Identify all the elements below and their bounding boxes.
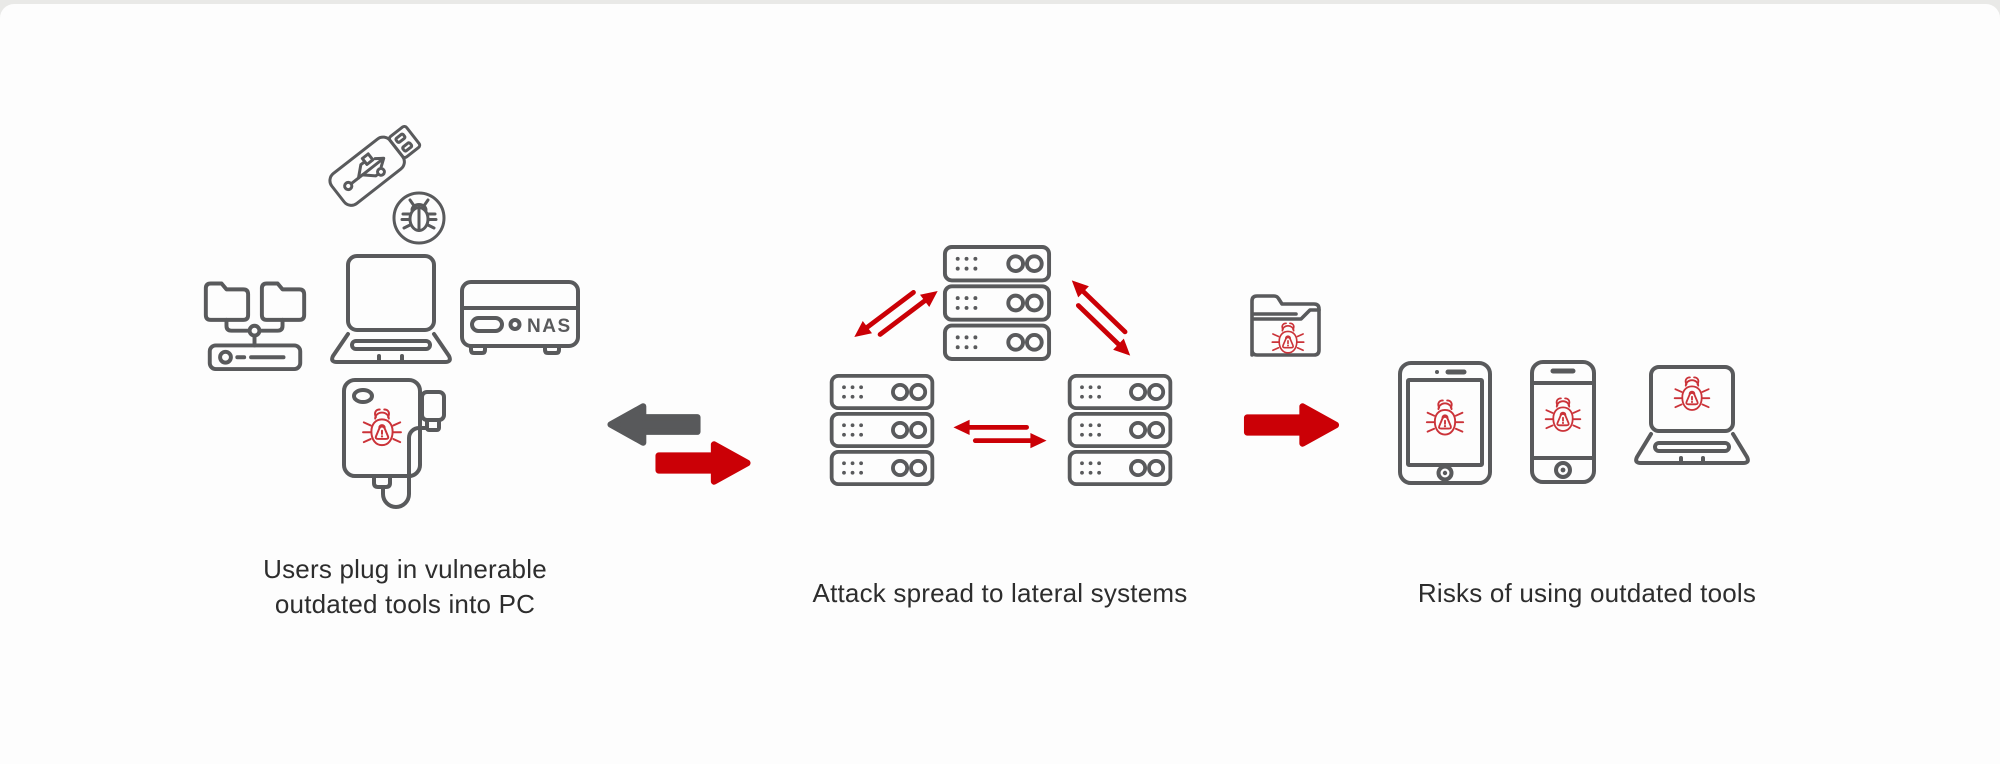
- laptop-icon: [330, 254, 452, 364]
- malware-bug-icon: [1673, 376, 1711, 411]
- red-right-arrow-icon: [653, 439, 753, 487]
- malware-bug-icon: [1425, 399, 1465, 436]
- nas-label: NAS: [527, 316, 572, 337]
- double-arrow-left-diagonal-icon: [844, 268, 948, 360]
- malware-bug-icon: [1544, 397, 1582, 432]
- double-arrow-horizontal-icon: [950, 415, 1050, 453]
- server-stack-right-icon: [1063, 373, 1177, 487]
- caption-step1: Users plug in vulnerable outdated tools …: [263, 554, 547, 620]
- caption-step2: Attack spread to lateral systems: [812, 578, 1188, 608]
- usb-drive-bug-icon: [328, 124, 446, 245]
- network-storage-icon: [203, 281, 307, 371]
- double-arrow-right-diagonal-icon: [1051, 269, 1151, 367]
- server-stack-left-icon: [826, 373, 938, 487]
- infected-folder-icon: [1250, 294, 1321, 357]
- red-right-arrow2-icon: [1241, 401, 1342, 449]
- laptop-bug-icon: [1634, 365, 1750, 465]
- server-stack-top-icon: [941, 244, 1053, 362]
- tablet-bug-icon: [1398, 361, 1492, 485]
- diagram-card: NAS Users plug in vulnerable outdated to…: [0, 4, 2000, 764]
- malware-bug-icon: [362, 408, 402, 447]
- nas-icon: NAS: [460, 280, 580, 355]
- caption-step3: Risks of using outdated tools: [1417, 578, 1757, 608]
- external-drive-bug-icon: [342, 378, 446, 509]
- malware-bug-icon: [1271, 322, 1305, 354]
- phone-bug-icon: [1530, 360, 1596, 484]
